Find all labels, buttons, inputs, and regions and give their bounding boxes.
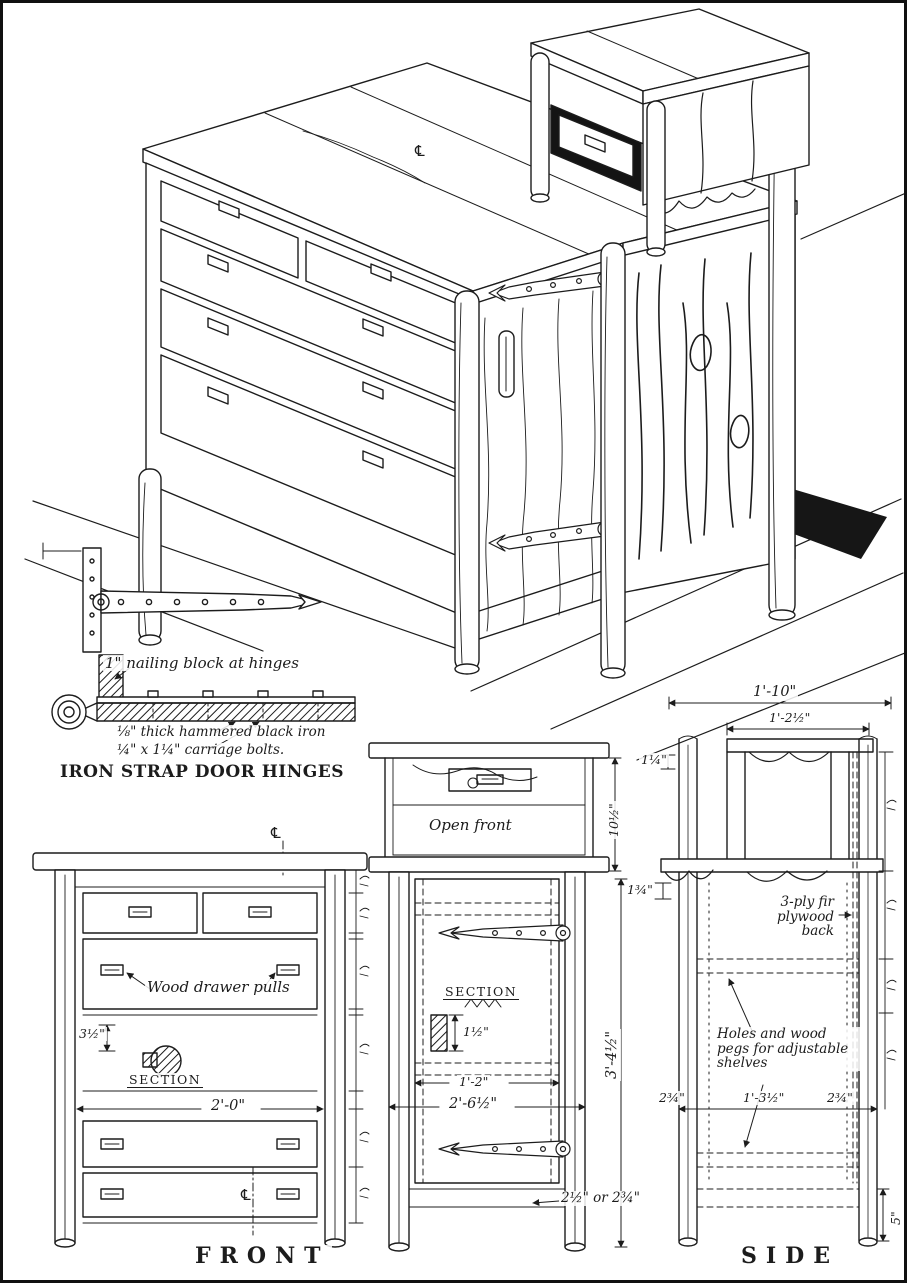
center-open-front-label: Open front: [427, 816, 514, 834]
front-centerline-top: ℄: [271, 824, 281, 842]
front-width-dim: 2'-0": [209, 1098, 248, 1115]
front-pulls-note: Wood drawer pulls: [145, 978, 292, 996]
center-bottom-rail-note: 2½" or 2¾": [559, 1190, 642, 1206]
plan-line-art: [24, 8, 904, 1252]
center-section-dim: 1½": [461, 1024, 491, 1039]
side-view-title: SIDE: [739, 1243, 842, 1269]
side-elevation-drawing: [654, 696, 897, 1247]
side-overall-depth-dim: 1'-10": [751, 684, 799, 701]
center-overall-width-dim: 2'-6½": [447, 1096, 500, 1113]
side-top-depth-dim: 1'-2½": [767, 710, 813, 725]
front-section-label: SECTION: [127, 1072, 204, 1088]
hinge-nailing-note: 1" nailing block at hinges: [103, 654, 301, 672]
side-leg-height-dim: 5": [888, 1209, 903, 1227]
hinge-bolts-note: ¼" x 1¼" carriage bolts.: [115, 742, 287, 758]
perspective-centerline-symbol: ℄: [415, 142, 425, 160]
perspective-drawing: [24, 8, 904, 761]
front-centerline-bottom: ℄: [241, 1186, 251, 1204]
front-view-title: FRONT: [193, 1243, 332, 1269]
hinge-iron-note: ⅛" thick hammered black iron: [115, 724, 328, 740]
side-post-mid-dim: 1¾": [625, 882, 655, 897]
hinge-detail-drawing: [42, 542, 356, 752]
front-section-dim: 3½": [77, 1026, 107, 1041]
center-section-label: SECTION: [443, 984, 520, 1000]
center-door-width-dim: 1'-2": [457, 1074, 491, 1089]
side-post-top-dim: 1¼": [639, 752, 669, 767]
hinge-detail-title: IRON STRAP DOOR HINGES: [58, 762, 347, 782]
side-bottom-back-dim: 2¾": [825, 1090, 855, 1105]
side-plywood-note: 3-ply fir plywood back: [741, 895, 836, 939]
center-overall-height-dim: 3'-4½": [604, 1028, 621, 1081]
center-section-drawing: [368, 742, 628, 1252]
side-pegs-note: Holes and wood pegs for adjustable shelv…: [715, 1027, 865, 1071]
center-upper-height-dim: 10½": [606, 801, 621, 839]
side-bottom-front-dim: 2¾": [657, 1090, 687, 1105]
side-bottom-middle-dim: 1'-3½": [741, 1090, 787, 1105]
front-elevation-drawing: [32, 840, 370, 1248]
